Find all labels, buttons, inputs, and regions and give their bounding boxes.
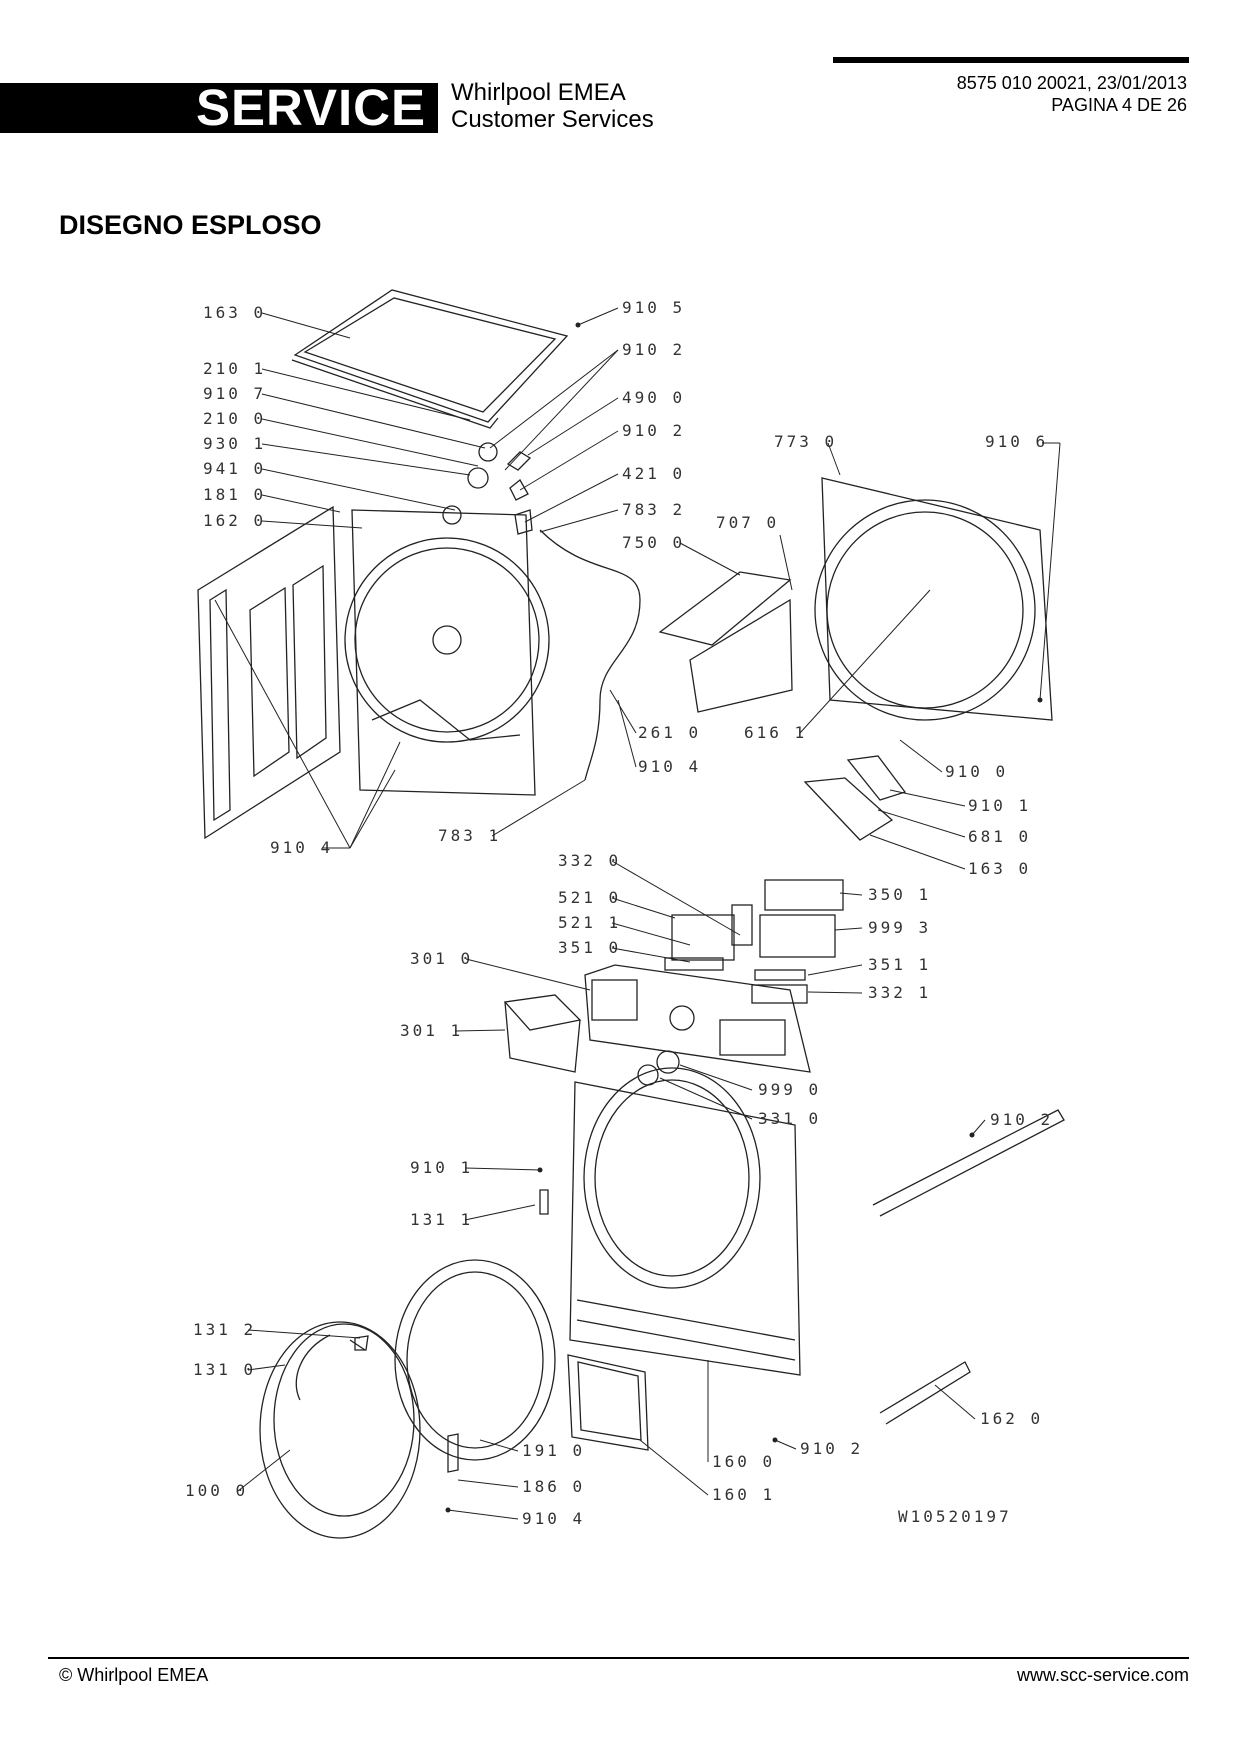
front-panel-part	[569, 1067, 801, 1376]
callout-label: 783 2	[622, 500, 685, 519]
callout-label: 930 1	[203, 434, 266, 453]
callout-label: 910 4	[522, 1509, 585, 1528]
callout-label: 332 1	[868, 983, 931, 1002]
callout-label: 301 1	[400, 1021, 463, 1040]
callout-label: 100 0	[185, 1481, 248, 1500]
rear-panel-part	[344, 509, 550, 796]
control-panel-part	[584, 964, 811, 1086]
page-title: DISEGNO ESPLOSO	[59, 210, 322, 240]
callout-label: 261 0	[638, 723, 701, 742]
company-name: Whirlpool EMEA	[451, 79, 626, 106]
callout-label: 910 0	[945, 762, 1008, 781]
callout-label: 131 2	[193, 1320, 256, 1339]
callout-label: 131 0	[193, 1360, 256, 1379]
top-cover-part	[291, 289, 569, 429]
callout-label: 681 0	[968, 827, 1031, 846]
callout-label: 707 0	[716, 513, 779, 532]
callout-label: 210 0	[203, 409, 266, 428]
air-duct-part	[658, 571, 793, 713]
diagram-callouts: 163 0 210 1 910 7 210 0 930 1 941 0 181 …	[185, 298, 1053, 1528]
callout-label: 332 0	[558, 851, 621, 870]
callout-label: 490 0	[622, 388, 685, 407]
callout-label: 910 1	[968, 796, 1031, 815]
callout-label: 301 0	[410, 949, 473, 968]
kickplate-part	[567, 1354, 649, 1451]
header-rule	[833, 57, 1189, 63]
callout-label: 331 0	[758, 1109, 821, 1128]
callout-label: 186 0	[522, 1477, 585, 1496]
diagram-parts	[197, 289, 1065, 1539]
front-bulkhead-part	[814, 477, 1053, 721]
callout-label: 521 1	[558, 913, 621, 932]
fastener-dots	[445, 322, 1043, 1513]
page-number: PAGINA 4 DE 26	[1051, 95, 1187, 115]
filter-part	[803, 755, 907, 841]
footer-rule	[48, 1657, 1189, 1659]
door-part	[259, 1321, 421, 1539]
callout-label: 750 0	[622, 533, 685, 552]
callout-label: 616 1	[744, 723, 807, 742]
side-panel-part	[197, 505, 341, 840]
callout-label: 521 0	[558, 888, 621, 907]
callout-label: 160 0	[712, 1452, 775, 1471]
company-department: Customer Services	[451, 106, 654, 133]
callout-label: 910 4	[638, 757, 701, 776]
callout-label: 910 2	[800, 1439, 863, 1458]
callout-label: 351 0	[558, 938, 621, 957]
callout-label: 181 0	[203, 485, 266, 504]
callout-label: 910 2	[990, 1110, 1053, 1129]
electronics-parts	[664, 879, 844, 1004]
callout-label: 910 2	[622, 421, 685, 440]
callout-label: 999 0	[758, 1080, 821, 1099]
copyright: © Whirlpool EMEA	[59, 1665, 209, 1685]
dispenser-drawer-part	[503, 994, 582, 1073]
callout-label: 910 2	[622, 340, 685, 359]
lower-rail-part	[879, 1361, 971, 1425]
callout-label: 162 0	[203, 511, 266, 530]
callout-label: 163 0	[968, 859, 1031, 878]
callout-label: 999 3	[868, 918, 931, 937]
company-block: Whirlpool EMEA Customer Services	[451, 79, 654, 133]
callout-label: 910 5	[622, 298, 685, 317]
callout-label: 191 0	[522, 1441, 585, 1460]
wire-harness-part	[539, 529, 641, 781]
callout-label: 941 0	[203, 459, 266, 478]
drawing-code: W10520197	[898, 1507, 1012, 1526]
callout-label: 210 1	[203, 359, 266, 378]
callout-label: 421 0	[622, 464, 685, 483]
callout-label: 773 0	[774, 432, 837, 451]
leader-lines	[214, 307, 1061, 1520]
callout-label: 160 1	[712, 1485, 775, 1504]
callout-label: 910 7	[203, 384, 266, 403]
callout-label: 162 0	[980, 1409, 1043, 1428]
doc-number-date: 8575 010 20021, 23/01/2013	[956, 73, 1187, 93]
callout-label: 351 1	[868, 955, 931, 974]
callout-label: 163 0	[203, 303, 266, 322]
callout-label: 350 1	[868, 885, 931, 904]
service-banner	[0, 83, 438, 133]
door-seal-part	[394, 1259, 556, 1461]
callout-label: 783 1	[438, 826, 501, 845]
callout-label: 910 6	[985, 432, 1048, 451]
service-label: SERVICE	[196, 79, 426, 136]
callout-label: 910 1	[410, 1158, 473, 1177]
small-clip-parts	[349, 1189, 549, 1473]
website-link[interactable]: www.scc-service.com	[1016, 1665, 1189, 1685]
hinge-parts	[442, 442, 533, 535]
upper-rail-part	[872, 1109, 1065, 1217]
document-reference: 8575 010 20021, 23/01/2013 PAGINA 4 DE 2…	[957, 72, 1187, 116]
callout-label: 131 1	[410, 1210, 473, 1229]
callout-label: 910 4	[270, 838, 333, 857]
